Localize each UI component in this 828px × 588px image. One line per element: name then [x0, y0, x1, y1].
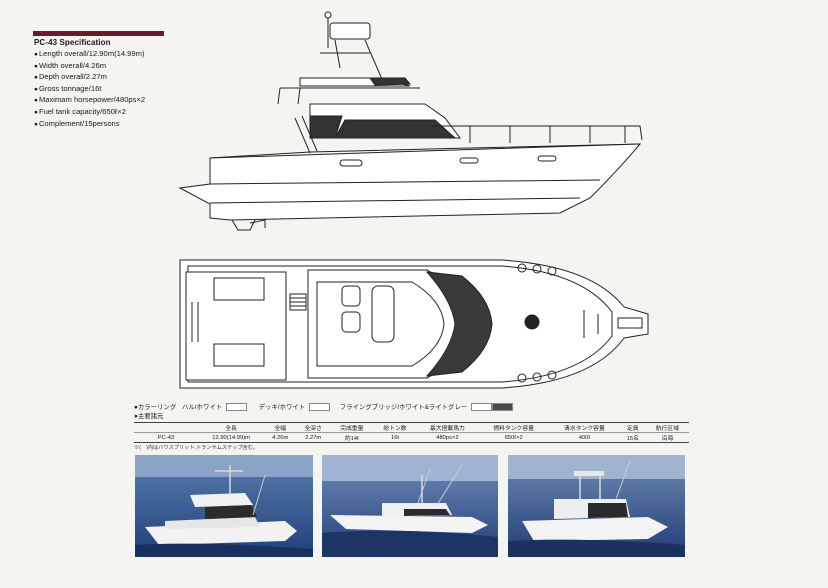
table-cell: 16t [373, 432, 417, 443]
table-cell: 12.90(14.99)m [198, 432, 265, 443]
table-cell: 4.26m [264, 432, 297, 443]
table-cell: 650ℓ×2 [478, 432, 550, 443]
spec-table: 全長 全幅 全深さ 完成重量 総トン数 最大搭載馬力 燃料タンク容量 清水タンク… [134, 422, 689, 443]
spec-list: Length overall/12.90m(14.99m) Width over… [34, 49, 145, 130]
deck-color-swatch [308, 402, 330, 411]
spec-item-complement: Complement/15persons [34, 119, 145, 131]
bridge-white-swatch [471, 402, 493, 411]
spec-item-horsepower: Maximam horsepower/480ps×2 [34, 95, 145, 107]
boat-photo-1 [135, 455, 313, 557]
table-header-cell: 全長 [198, 422, 265, 433]
coloring-hull-label: ハル/ホワイト [182, 404, 223, 411]
table-cell: 沿海 [645, 432, 689, 443]
spec-table-header-row: 全長 全幅 全深さ 完成重量 総トン数 最大搭載馬力 燃料タンク容量 清水タンク… [134, 422, 689, 433]
spec-item-fuel: Fuel tank capacity/650ℓ×2 [34, 107, 145, 119]
title-accent-bar [33, 31, 164, 36]
boat-top-plan-drawing [179, 259, 649, 389]
hull-color-swatch [225, 402, 247, 411]
table-cell: 2.27m [296, 432, 331, 443]
table-note: ※( )内はバウスプリット,トランサムステップ含む。 [134, 445, 259, 451]
table-header-cell: 清水タンク容量 [549, 422, 620, 433]
table-cell: 400ℓ [549, 432, 620, 443]
coloring-bridge-label: フライングブリッジ/ホワイト&ライトグレー [339, 404, 468, 411]
main-spec-label: ●主要諸元 [134, 413, 164, 420]
table-cell-model: PC-43 [134, 432, 198, 443]
coloring-row: ●カラーリング ハル/ホワイト デッキ/ホワイト フライングブリッジ/ホワイト&… [134, 402, 517, 411]
boat-side-profile-drawing [178, 11, 643, 231]
spec-item-width: Width overall/4.26m [34, 61, 145, 73]
table-header-cell: 全深さ [296, 422, 331, 433]
table-header-cell: 全幅 [264, 422, 297, 433]
table-cell: 約14t [330, 432, 374, 443]
bridge-grey-swatch [492, 402, 514, 411]
spec-item-tonnage: Gross tonnage/16t [34, 84, 145, 96]
spec-item-depth: Depth overall/2.27m [34, 72, 145, 84]
table-cell: 480ps×2 [416, 432, 479, 443]
spec-item-length: Length overall/12.90m(14.99m) [34, 49, 145, 61]
table-header-cell: 定員 [619, 422, 646, 433]
table-header-cell: 総トン数 [373, 422, 417, 433]
coloring-deck-label: デッキ/ホワイト [258, 404, 306, 411]
spec-title: PC-43 Specification [34, 38, 111, 47]
table-cell: 15名 [619, 432, 646, 443]
table-header-cell: 最大搭載馬力 [416, 422, 479, 433]
table-row: PC-43 12.90(14.99)m 4.26m 2.27m 約14t 16t… [134, 432, 689, 443]
coloring-label: ●カラーリング [134, 404, 177, 411]
table-header-cell: 燃料タンク容量 [478, 422, 550, 433]
table-header-cell: 航行区域 [645, 422, 689, 433]
table-header-cell [134, 422, 198, 433]
table-header-cell: 完成重量 [330, 422, 374, 433]
boat-photo-2 [322, 455, 498, 557]
boat-photo-3 [508, 455, 685, 557]
